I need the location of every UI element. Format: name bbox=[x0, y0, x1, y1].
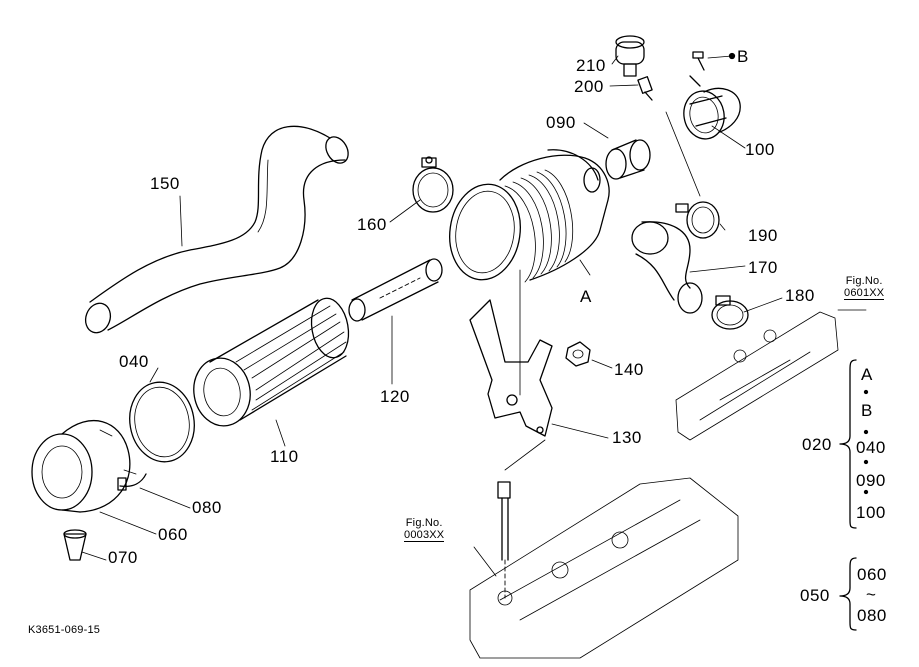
legend-020-item: B bbox=[861, 401, 873, 420]
label-200: 200 bbox=[574, 77, 604, 96]
legend-020-item: A bbox=[861, 365, 873, 384]
cylinder-head-reference bbox=[469, 477, 739, 659]
elbow-100 bbox=[683, 87, 741, 140]
stud-bolt bbox=[497, 481, 511, 599]
drawing-code: K3651-069-15 bbox=[28, 624, 101, 636]
gasket-040 bbox=[129, 381, 195, 463]
hose-170 bbox=[631, 221, 703, 314]
inner-element-120 bbox=[348, 258, 443, 322]
outer-element-110 bbox=[193, 297, 350, 427]
label-100: 100 bbox=[745, 140, 775, 159]
legend-050-from: 060 bbox=[857, 565, 887, 584]
label-080: 080 bbox=[192, 498, 222, 517]
label-180: 180 bbox=[785, 286, 815, 305]
label-170: 170 bbox=[748, 258, 778, 277]
fig-ref-0601-number: 0601XX bbox=[844, 287, 885, 300]
sleeve-090 bbox=[605, 139, 651, 180]
legend-020-item: 090 bbox=[856, 471, 886, 490]
clamp-160 bbox=[412, 156, 454, 213]
fig-ref-0003-number: 0003XX bbox=[404, 529, 445, 542]
bolt-B bbox=[689, 51, 705, 87]
fig-ref-0003-caption: Fig.No. bbox=[405, 517, 443, 529]
label-040: 040 bbox=[119, 352, 149, 371]
legend-020-brace bbox=[839, 359, 869, 529]
label-150: 150 bbox=[150, 174, 180, 193]
label-140: 140 bbox=[614, 360, 644, 379]
label-060: 060 bbox=[158, 525, 188, 544]
fig-ref-0601-caption: Fig.No. bbox=[845, 275, 883, 287]
legend-050-brace bbox=[839, 557, 857, 631]
label-070: 070 bbox=[108, 548, 138, 567]
clamp-190 bbox=[675, 201, 720, 239]
label-B: B bbox=[737, 47, 749, 66]
label-130: 130 bbox=[612, 428, 642, 447]
valve-070 bbox=[63, 529, 87, 561]
label-110: 110 bbox=[270, 447, 299, 466]
legend-020-code: 020 bbox=[802, 435, 832, 454]
fig-ref-0003: Fig.No. 0003XX bbox=[404, 517, 445, 542]
label-190: 190 bbox=[748, 226, 778, 245]
adapter-200 bbox=[637, 76, 653, 101]
leader-lines bbox=[81, 55, 867, 577]
air-cleaner-body bbox=[449, 149, 610, 396]
label-120: 120 bbox=[380, 387, 410, 406]
legend-020-item: 100 bbox=[856, 503, 886, 522]
legend-050-to: 080 bbox=[857, 606, 887, 625]
nut-140 bbox=[565, 341, 591, 367]
intake-manifold-reference bbox=[675, 311, 839, 441]
label-210: 210 bbox=[576, 56, 606, 75]
cover-060 bbox=[31, 419, 137, 513]
label-160: 160 bbox=[357, 215, 387, 234]
label-090: 090 bbox=[546, 113, 576, 132]
clamp-180 bbox=[711, 295, 749, 330]
bracket-130 bbox=[469, 299, 553, 471]
fig-ref-0601: Fig.No. 0601XX bbox=[844, 275, 885, 300]
clip-080 bbox=[117, 473, 147, 491]
legend-050-tilde: ~ bbox=[866, 585, 877, 604]
indicator-210 bbox=[615, 35, 645, 77]
hose-150 bbox=[84, 125, 349, 334]
legend-020-item: 040 bbox=[856, 438, 886, 457]
label-A: A bbox=[580, 287, 592, 306]
legend-050-code: 050 bbox=[800, 586, 830, 605]
